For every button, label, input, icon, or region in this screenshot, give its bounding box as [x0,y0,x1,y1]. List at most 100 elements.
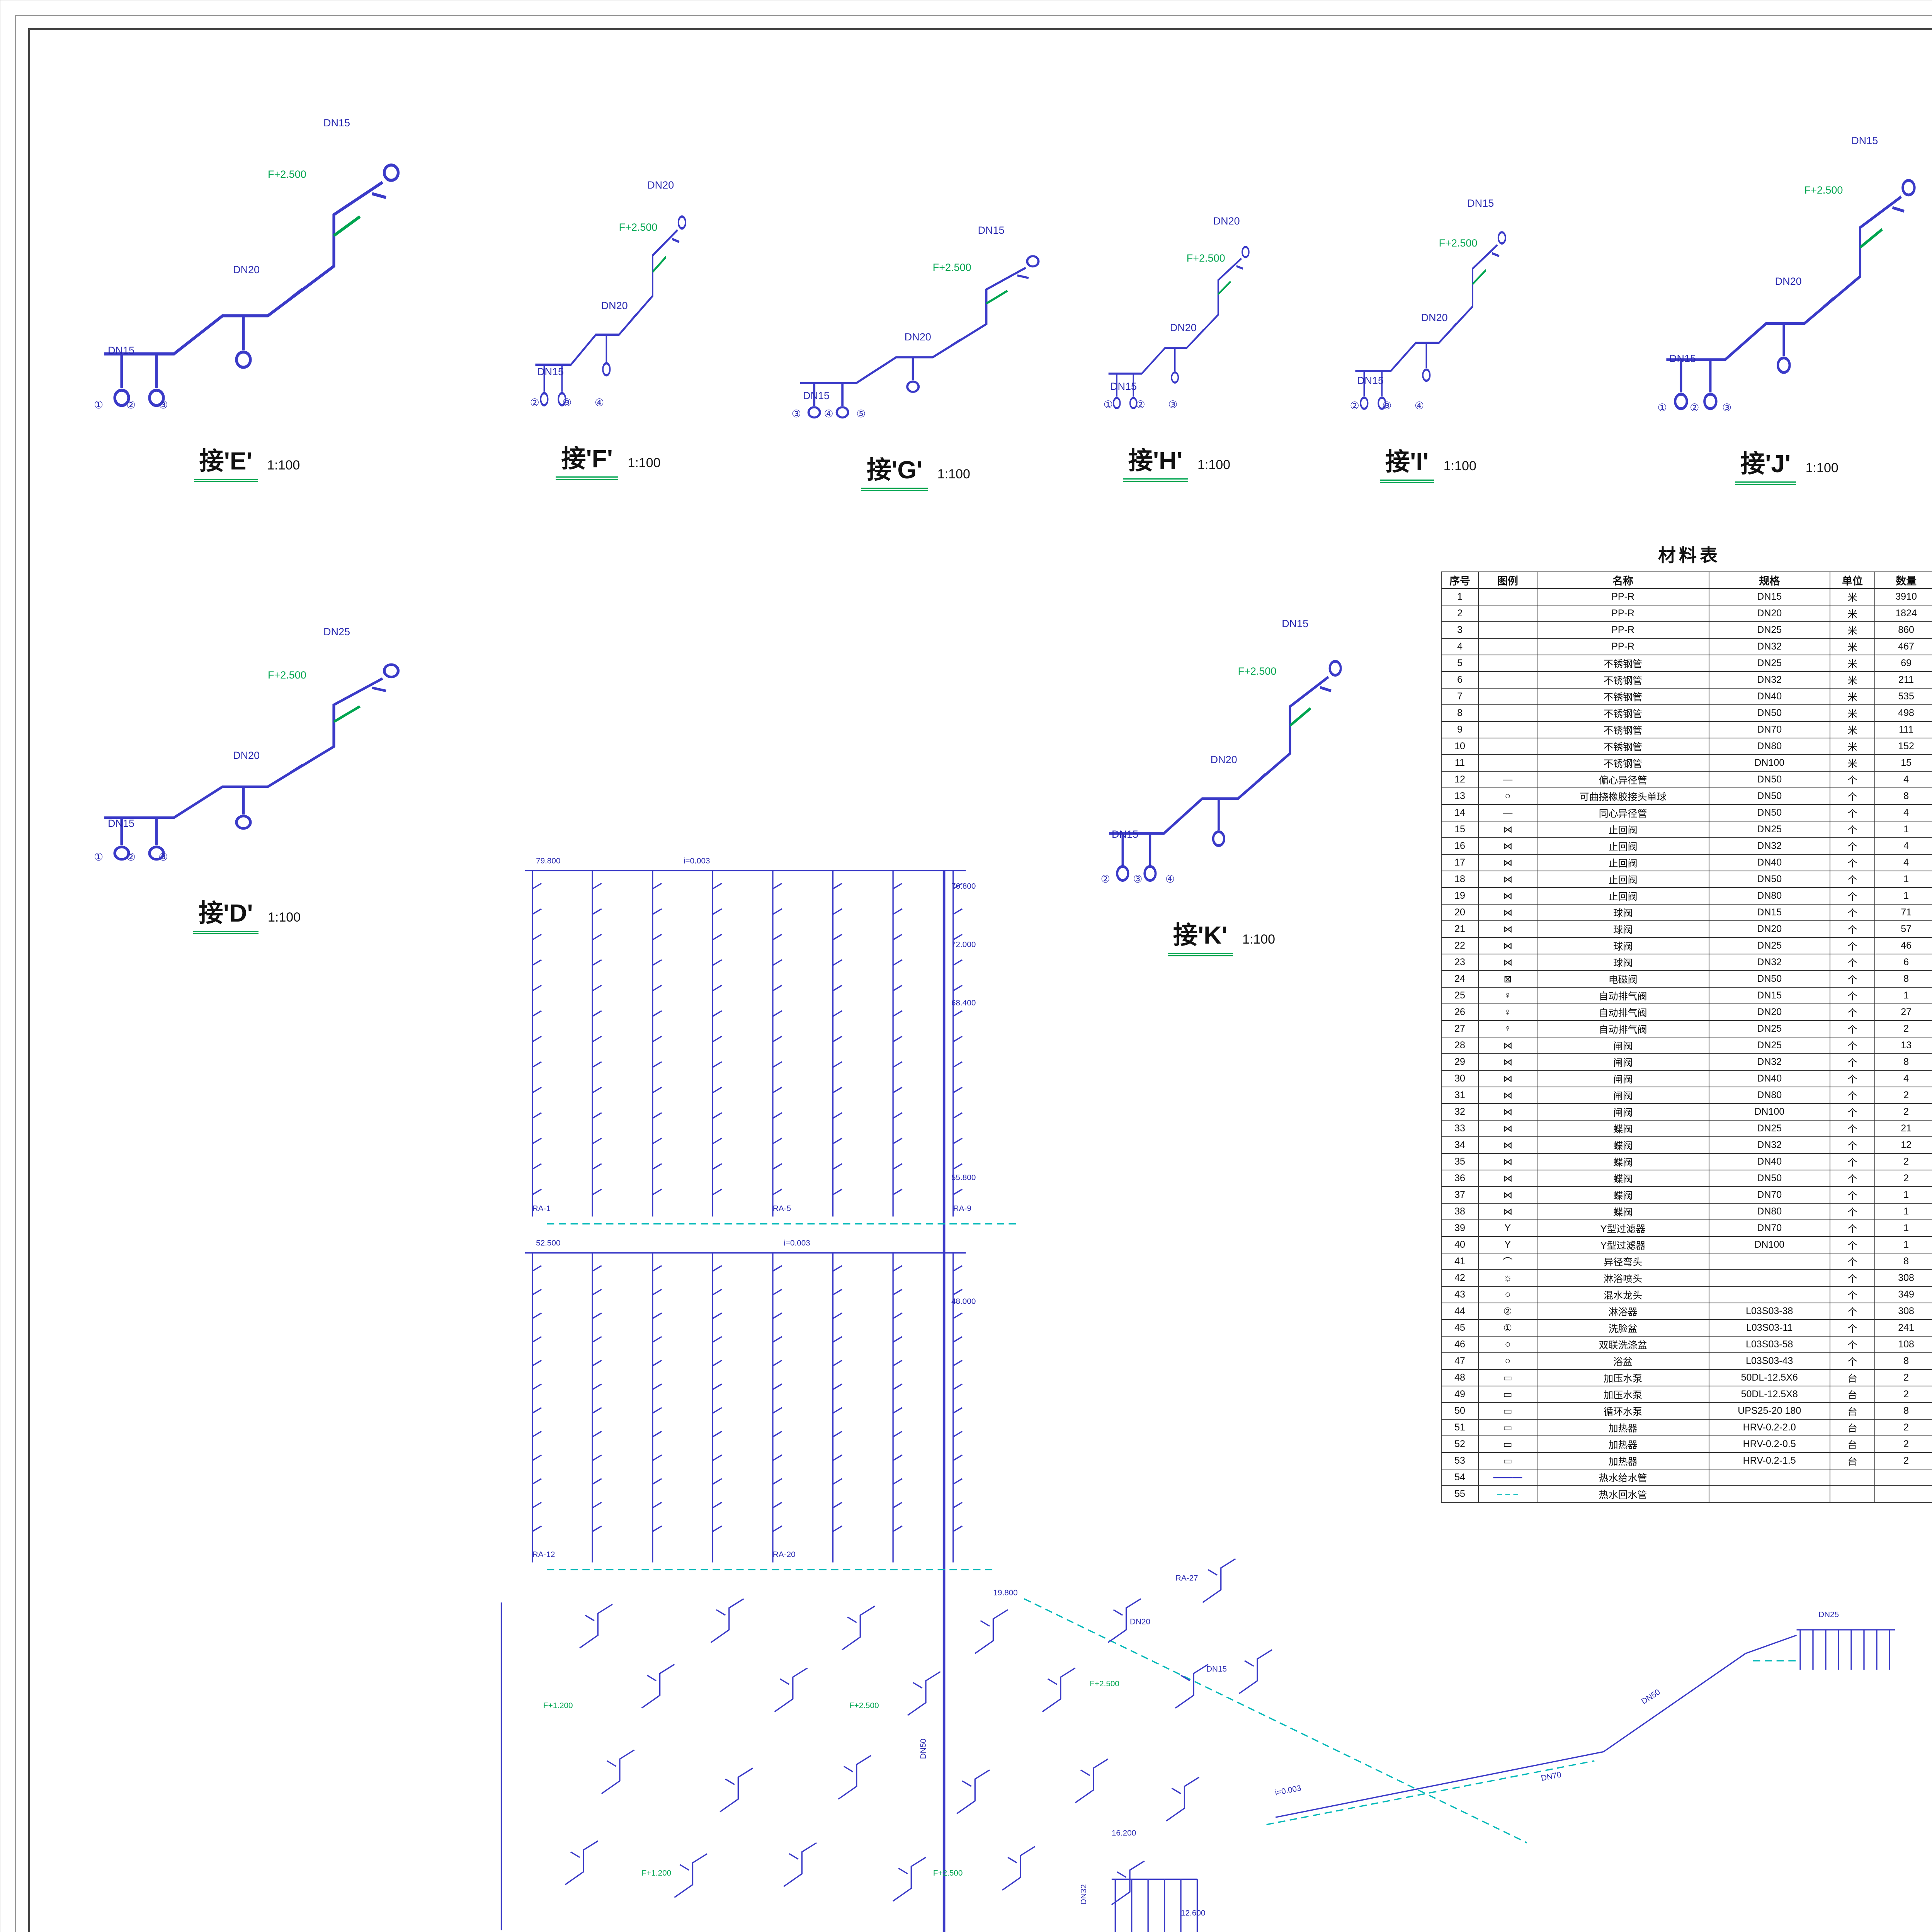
legend-symbol-icon: ♀ [1478,987,1537,1004]
pipe-dn-label: DN20 [904,331,931,343]
table-cell: 个 [1829,1103,1876,1121]
table-cell: 4 [1874,804,1932,821]
table-header-cell: 序号 [1440,571,1479,589]
table-cell: 41 [1440,1253,1479,1270]
table-cell: 不锈钢管 [1536,688,1709,705]
table-header-cell: 数量 [1874,571,1932,589]
table-row: 54———热水给水管 [1440,1469,1932,1486]
table-cell: 19 [1440,887,1479,905]
table-cell: 6 [1874,954,1932,971]
table-cell: 211 [1874,671,1932,689]
legend-symbol-icon: ▭ [1478,1435,1537,1453]
table-cell: 50DL-12.5X6 [1708,1369,1830,1386]
table-cell: DN100 [1708,754,1830,772]
table-cell: DN70 [1708,1186,1830,1204]
legend-symbol-icon: ☼ [1478,1269,1537,1287]
table-cell: 循环水泵 [1536,1402,1709,1420]
table-cell: 108 [1874,1336,1932,1353]
table-cell: DN80 [1708,887,1830,905]
elevation-label: F+2.500 [1804,184,1843,196]
table-cell: 2 [1874,1452,1932,1469]
table-cell: DN32 [1708,954,1830,971]
table-cell: 台 [1829,1419,1876,1436]
table-cell: 44 [1440,1303,1479,1320]
pipe-label: 79.800 [536,856,560,865]
table-cell: 不锈钢管 [1536,704,1709,722]
pipe-dn-label: DN15 [1851,135,1878,147]
pipe-dn-label: DN25 [323,626,350,638]
legend-symbol-icon: ♀ [1478,1020,1537,1037]
legend-symbol-icon: ⋈ [1478,904,1537,921]
table-header-cell: 图例 [1478,571,1537,589]
table-cell: 个 [1829,1303,1876,1320]
elevation-label: F+2.500 [1186,252,1225,264]
table-cell: 71 [1874,904,1932,921]
table-cell: 4 [1874,1070,1932,1087]
table-cell: 个 [1829,954,1876,971]
table-cell: DN80 [1708,738,1830,755]
table-cell: 2 [1874,1170,1932,1187]
legend-symbol-icon: ○ [1478,1352,1537,1370]
table-cell: 自动排气阀 [1536,1020,1709,1037]
legend-symbol-icon [1478,621,1537,639]
table-cell: 23 [1440,954,1479,971]
table-cell: PP-R [1536,605,1709,622]
riser-number-labels: ① ② ③ [1657,402,1742,413]
riser-number-labels: ① ② ③ [94,399,178,411]
pipe-label: 52.500 [536,1239,560,1248]
table-cell: 34 [1440,1136,1479,1154]
table-cell [1829,1469,1876,1486]
callout-caption: 接'D' 1:100 [73,893,421,934]
table-cell: 152 [1874,738,1932,755]
table-cell: 洗脸盆 [1536,1319,1709,1337]
table-cell: 偏心异径管 [1536,771,1709,788]
table-cell: 2 [1874,1020,1932,1037]
table-cell: DN32 [1708,671,1830,689]
table-cell: 8 [1874,1402,1932,1420]
legend-symbol-icon [1478,655,1537,672]
table-cell: DN20 [1708,1003,1830,1021]
table-cell: DN25 [1708,821,1830,838]
legend-symbol-icon: ⋈ [1478,1087,1537,1104]
table-cell: 台 [1829,1402,1876,1420]
table-cell: 57 [1874,920,1932,938]
legend-symbol-icon: ——— [1478,1469,1537,1486]
pipe-label: DN50 [919,1738,928,1759]
table-cell: 个 [1829,1269,1876,1287]
pipe-sketch-icon [73,620,421,867]
callout-title: 接'J' [1735,450,1796,485]
table-cell: 米 [1829,605,1876,622]
table-cell: L03S03-11 [1708,1319,1830,1337]
pipe-dn-label: DN20 [1170,321,1197,333]
table-cell: 8 [1874,970,1932,988]
table-header-cell: 规格 [1708,571,1830,589]
legend-symbol-icon: ○ [1478,1336,1537,1353]
table-cell: 球阀 [1536,954,1709,971]
table-cell: 个 [1829,887,1876,905]
table-cell: DN50 [1708,970,1830,988]
table-cell: 308 [1874,1269,1932,1287]
table-cell: UPS25-20 180 [1708,1402,1830,1420]
pipe-label: F+1.200 [543,1701,573,1710]
table-cell: 26 [1440,1003,1479,1021]
table-cell: 米 [1829,588,1876,605]
pipe-label: RA-27 [1175,1574,1198,1583]
elevation-label: F+2.500 [1238,665,1277,677]
table-cell: 个 [1829,970,1876,988]
callout-caption: 接'I' 1:100 [1339,442,1517,483]
table-cell: 米 [1829,738,1876,755]
table-cell: L03S03-43 [1708,1352,1830,1370]
table-cell: HRV-0.2-2.0 [1708,1419,1830,1436]
pipe-dn-label: DN20 [1213,215,1240,227]
table-cell: 米 [1829,704,1876,722]
table-cell: 个 [1829,1153,1876,1170]
